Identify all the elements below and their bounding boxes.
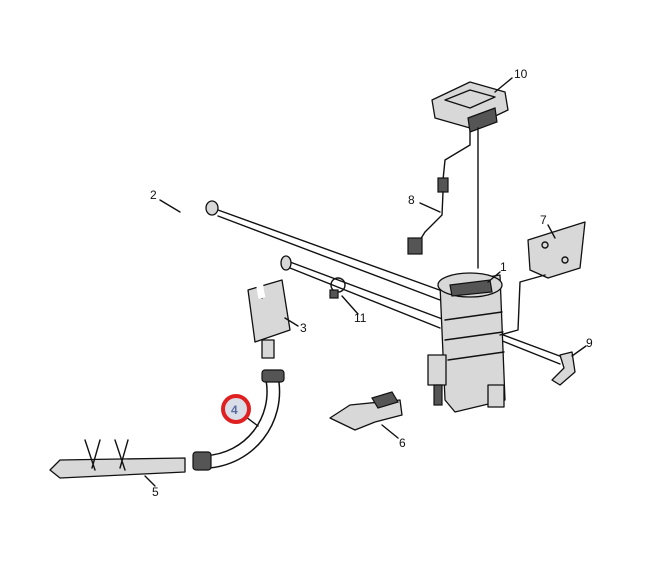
label-5[interactable]: 5: [152, 485, 159, 499]
label-1[interactable]: 1: [500, 260, 507, 274]
part-3-resonator[interactable]: [247, 255, 292, 359]
part-2-hose[interactable]: [173, 199, 219, 343]
part-1-canister[interactable]: [427, 272, 506, 413]
label-9[interactable]: 9: [586, 336, 593, 350]
part-9-fitting[interactable]: [551, 351, 576, 386]
part-11-clamp[interactable]: [329, 277, 346, 299]
part-7-bracket[interactable]: [499, 221, 586, 336]
label-2[interactable]: 2: [150, 188, 157, 202]
part-10-module[interactable]: [431, 81, 509, 269]
leader-lines: [144, 77, 587, 487]
part-6-bracket[interactable]: [329, 391, 403, 431]
label-6[interactable]: 6: [399, 436, 406, 450]
part-5-tube[interactable]: [49, 439, 186, 479]
label-3[interactable]: 3: [300, 321, 307, 335]
label-10[interactable]: 10: [514, 67, 528, 81]
label-7[interactable]: 7: [540, 213, 547, 227]
part-4-hose[interactable]: [192, 369, 285, 471]
label-8[interactable]: 8: [408, 193, 415, 207]
part-8-harness[interactable]: [407, 177, 449, 255]
label-4[interactable]: 4: [231, 403, 238, 417]
highlight-callout-4[interactable]: 4: [221, 394, 251, 424]
label-11[interactable]: 11: [354, 311, 367, 325]
highlight-circle: [221, 394, 251, 424]
